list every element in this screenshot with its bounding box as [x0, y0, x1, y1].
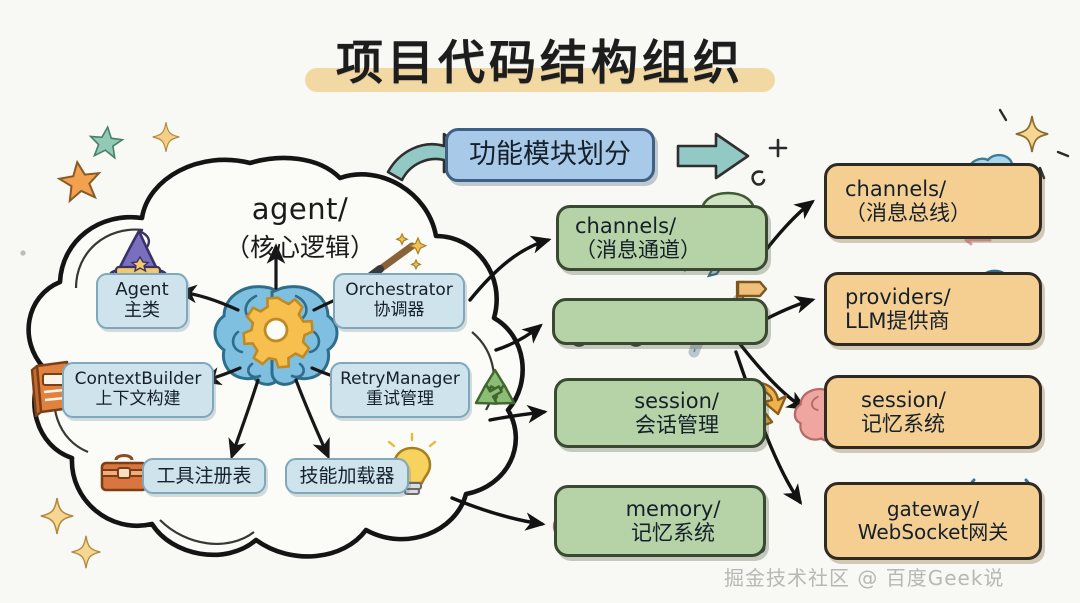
module-channels[interactable]: channels/ （消息通道） — [556, 205, 768, 271]
node-orchestrator-line2: 协调器 — [373, 300, 425, 320]
node-skill-loader-label: 技能加载器 — [299, 464, 395, 487]
node-context-builder-line1: ContextBuilder — [74, 369, 202, 390]
module-channels-line1: channels/ — [575, 213, 677, 238]
module-routing[interactable] — [552, 298, 768, 345]
node-tool-registry[interactable]: 工具注册表 — [142, 458, 266, 494]
module-gateway-line2: WebSocket网关 — [857, 520, 1009, 544]
page-title-text: 项目代码结构组织 — [336, 36, 744, 91]
cloud-title: agent/ （核心逻辑） — [190, 192, 410, 264]
module-channels-bus-line1: channels/ — [845, 176, 947, 201]
module-channels-bus[interactable]: channels/ （消息总线） — [824, 163, 1042, 239]
node-retry-manager-line2: 重试管理 — [366, 389, 434, 409]
module-channels-line2: （消息通道） — [575, 238, 701, 262]
node-skill-loader[interactable]: 技能加载器 — [285, 458, 409, 494]
module-session-line1: session/ — [634, 388, 719, 413]
module-session-memory-line1: session/ — [861, 387, 946, 412]
module-gateway-line1: gateway/ — [886, 496, 980, 521]
recycle-icon — [474, 368, 516, 405]
node-retry-manager-line1: RetryManager — [340, 369, 460, 390]
section-header-label: 功能模块划分 — [469, 139, 631, 171]
node-tool-registry-label: 工具注册表 — [156, 464, 252, 487]
module-memory[interactable]: memory/ 记忆系统 — [554, 485, 766, 557]
module-providers-line2: LLM提供商 — [845, 309, 950, 333]
node-agent-main-line1: Agent — [115, 279, 169, 301]
node-agent-main[interactable]: Agent 主类 — [96, 273, 188, 329]
watermark: 掘金技术社区 @ 百度Geek说 — [724, 566, 1005, 590]
page-title: 项目代码结构组织 — [0, 24, 1080, 93]
module-session-line2: 会话管理 — [635, 413, 719, 437]
toolbox-icon — [100, 454, 148, 492]
module-providers-line1: providers/ — [845, 284, 951, 309]
node-context-builder[interactable]: ContextBuilder 上下文构建 — [62, 362, 214, 418]
module-session[interactable]: session/ 会话管理 — [554, 378, 766, 448]
section-header-functional-modules[interactable]: 功能模块划分 — [445, 128, 655, 182]
arrow-right-icon — [676, 132, 750, 180]
cloud-title-line1: agent/ — [251, 192, 349, 226]
module-session-memory-line2: 记忆系统 — [861, 412, 945, 436]
node-agent-main-line2: 主类 — [124, 300, 160, 321]
node-retry-manager[interactable]: RetryManager 重试管理 — [330, 362, 470, 418]
module-providers[interactable]: providers/ LLM提供商 — [824, 272, 1042, 346]
module-gateway[interactable]: gateway/ WebSocket网关 — [824, 482, 1042, 560]
title-highlight — [305, 68, 775, 92]
module-memory-line1: memory/ — [625, 496, 721, 521]
module-memory-line2: 记忆系统 — [631, 521, 715, 545]
node-orchestrator-line1: Orchestrator — [345, 280, 453, 301]
node-orchestrator[interactable]: Orchestrator 协调器 — [333, 273, 465, 329]
module-channels-bus-line2: （消息总线） — [845, 201, 971, 225]
module-session-memory[interactable]: session/ 记忆系统 — [824, 375, 1042, 449]
node-context-builder-line2: 上下文构建 — [95, 389, 181, 409]
cloud-title-line2: （核心逻辑） — [224, 233, 375, 262]
brain-gear-icon — [213, 285, 339, 386]
